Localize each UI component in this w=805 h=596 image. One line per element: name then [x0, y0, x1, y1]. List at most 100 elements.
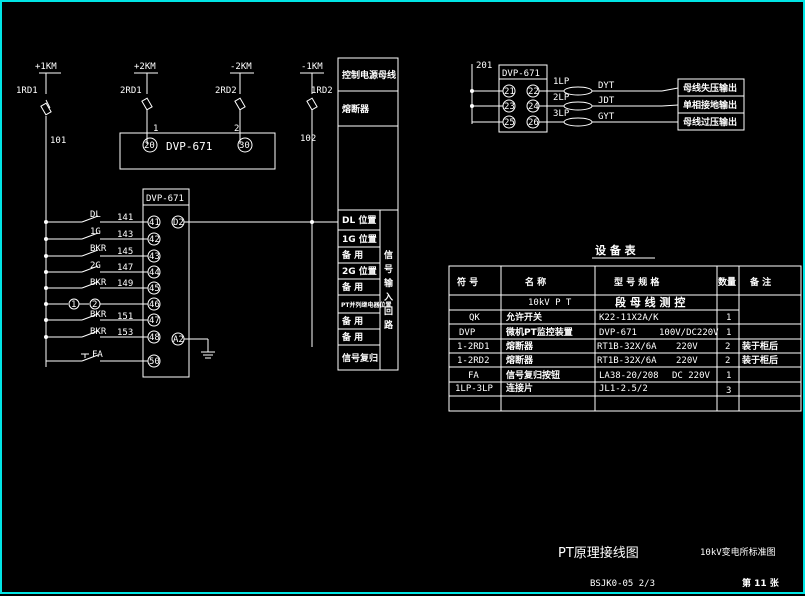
row-5: 1 2 46: [46, 297, 161, 311]
svg-text:母线过压输出: 母线过压输出: [683, 116, 737, 128]
pt-output-section: 201 DVP-671 21 23 25 22 24 26 1LP 2LP 3L…: [470, 61, 745, 133]
svg-text:3: 3: [726, 386, 731, 396]
svg-text:符 号: 符 号: [457, 276, 478, 288]
svg-text:1LP-3LP: 1LP-3LP: [455, 384, 494, 394]
bus-label: +2KM: [134, 62, 156, 72]
dvp-top-box: 1 2 20 30 DVP-671: [119, 124, 276, 170]
svg-text:BKR: BKR: [90, 310, 107, 320]
svg-text:段 母 线 测 控: 段 母 线 测 控: [615, 295, 685, 309]
svg-text:26: 26: [528, 118, 539, 128]
svg-text:FA: FA: [468, 371, 479, 381]
svg-text:BKR: BKR: [90, 244, 107, 254]
svg-text:BKR: BKR: [90, 278, 107, 288]
svg-text:1G: 1G: [90, 227, 101, 237]
svg-text:DL: DL: [90, 210, 101, 220]
svg-text:21: 21: [504, 87, 515, 97]
svg-text:23: 23: [504, 102, 515, 112]
terminal-a2: A2: [173, 335, 184, 345]
dvp-main-title: DVP-671: [146, 194, 184, 204]
svg-text:2: 2: [725, 342, 730, 352]
svg-text:RT1B-32X/6A: RT1B-32X/6A: [597, 342, 657, 352]
dvp-right-title: DVP-671: [502, 69, 540, 79]
svg-text:LA38-20/208: LA38-20/208: [599, 371, 659, 381]
svg-text:信号复归: 信号复归: [342, 352, 378, 364]
svg-text:1-2RD1: 1-2RD1: [457, 342, 490, 352]
svg-text:备 用: 备 用: [341, 281, 363, 293]
terminal-30: 30: [239, 141, 250, 151]
table-title: 设 备 表: [595, 243, 637, 257]
junctions: [44, 220, 314, 339]
table-row: 1-2RD1 熔断器 RT1B-32X/6A 220V 2 装于柜后: [457, 340, 778, 352]
svg-text:入: 入: [383, 292, 393, 303]
svg-text:DVP-671: DVP-671: [599, 328, 637, 338]
svg-text:1: 1: [71, 300, 76, 310]
page-number: 第 11 张: [742, 577, 780, 589]
svg-text:熔断器: 熔断器: [506, 340, 534, 352]
table-row: 1-2RD2 熔断器 RT1B-32X/6A 220V 2 装于柜后: [457, 354, 778, 366]
svg-text:PT并列继电器位置: PT并列继电器位置: [341, 301, 392, 309]
svg-text:2: 2: [92, 300, 97, 310]
svg-text:220V: 220V: [676, 342, 698, 352]
svg-text:1-2RD2: 1-2RD2: [457, 356, 490, 366]
terminal-d2: D2: [173, 218, 184, 228]
svg-text:145: 145: [117, 247, 133, 257]
fuse-label: 1RD1: [16, 86, 38, 96]
svg-text:型 号 规 格: 型 号 规 格: [614, 276, 660, 288]
svg-text:25: 25: [504, 118, 515, 128]
equipment-table: 设 备 表 符 号 名 称 型 号 规 格 数量 备 注 10kV P T 段 …: [448, 243, 802, 412]
fuse-label: 1RD2: [311, 86, 333, 96]
wire-label: 102: [300, 134, 316, 144]
table-row: QK 允许开关 K22-11X2A/K 1: [469, 311, 731, 323]
svg-text:DVP: DVP: [459, 328, 476, 338]
svg-text:149: 149: [117, 279, 133, 289]
fuse-label: 2RD2: [215, 86, 237, 96]
svg-text:备 用: 备 用: [341, 249, 363, 261]
svg-text:BKR: BKR: [90, 327, 107, 337]
svg-text:DYT: DYT: [598, 81, 615, 91]
svg-text:1G 位置: 1G 位置: [342, 233, 377, 245]
svg-text:备 用: 备 用: [341, 331, 363, 343]
fuse-label: 2RD1: [120, 86, 142, 96]
svg-text:44: 44: [149, 268, 160, 278]
standard-label: 10kV变电所标准图: [700, 546, 776, 558]
svg-text:3LP: 3LP: [553, 109, 570, 119]
svg-text:JDT: JDT: [598, 96, 615, 106]
table-row: DVP 微机PT监控装置 DVP-671 100V/DC220V 1: [459, 326, 731, 338]
svg-text:数量: 数量: [718, 276, 736, 288]
svg-text:号: 号: [384, 264, 393, 275]
drawing-title: PT原理接线图: [558, 545, 639, 561]
svg-text:DL 位置: DL 位置: [342, 214, 376, 226]
svg-text:43: 43: [149, 252, 160, 262]
svg-text:装于柜后: 装于柜后: [741, 354, 778, 366]
svg-text:100V/DC220V: 100V/DC220V: [659, 328, 719, 338]
svg-text:141: 141: [117, 213, 133, 223]
svg-text:143: 143: [117, 230, 133, 240]
svg-text:1LP: 1LP: [553, 77, 570, 87]
svg-text:母线失压输出: 母线失压输出: [683, 82, 737, 94]
svg-text:K22-11X2A/K: K22-11X2A/K: [599, 313, 659, 323]
wire-label: 101: [50, 136, 66, 146]
svg-text:DC 220V: DC 220V: [672, 371, 711, 381]
svg-text:47: 47: [149, 316, 160, 326]
svg-text:50: 50: [149, 357, 160, 367]
title-block: PT原理接线图 10kV变电所标准图 BSJK0-05 2/3 第 11 张: [558, 545, 780, 589]
svg-text:名 称: 名 称: [525, 276, 546, 288]
svg-text:备 注: 备 注: [749, 276, 771, 288]
svg-text:2G 位置: 2G 位置: [342, 265, 377, 277]
svg-text:147: 147: [117, 263, 133, 273]
svg-text:单相接地输出: 单相接地输出: [683, 99, 737, 111]
svg-text:允许开关: 允许开关: [505, 311, 542, 323]
svg-text:备 用: 备 用: [341, 315, 363, 327]
row-8: FA 50: [46, 350, 161, 368]
svg-text:微机PT监控装置: 微机PT监控装置: [505, 326, 573, 338]
dvp-main-box: DVP-671 D2 A2: [142, 188, 338, 378]
table-row: FA 信号复归按钮 LA38-20/208 DC 220V 1: [468, 369, 731, 381]
svg-text:46: 46: [149, 300, 160, 310]
